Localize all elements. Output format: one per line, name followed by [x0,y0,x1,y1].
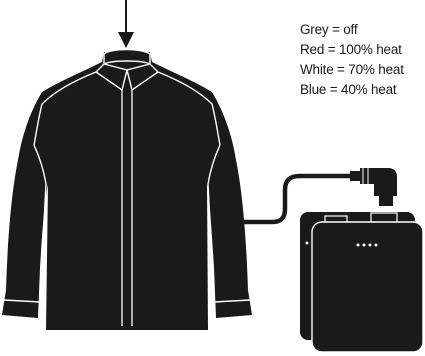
legend-item-blue: Blue = 40% heat [300,80,420,100]
battery-side-led [306,242,309,245]
legend-item-grey: Grey = off [300,20,420,40]
legend-item-red: Red = 100% heat [300,40,420,60]
legend-item-white: White = 70% heat [300,60,420,80]
down-arrow-icon [118,0,134,48]
usb-connector-icon [350,168,397,206]
battery-front-face [312,222,423,352]
battery-pack-icon [300,212,423,352]
heat-legend: Grey = off Red = 100% heat White = 70% h… [300,20,420,100]
jacket-body [2,52,252,330]
heated-jacket-icon [2,50,252,331]
